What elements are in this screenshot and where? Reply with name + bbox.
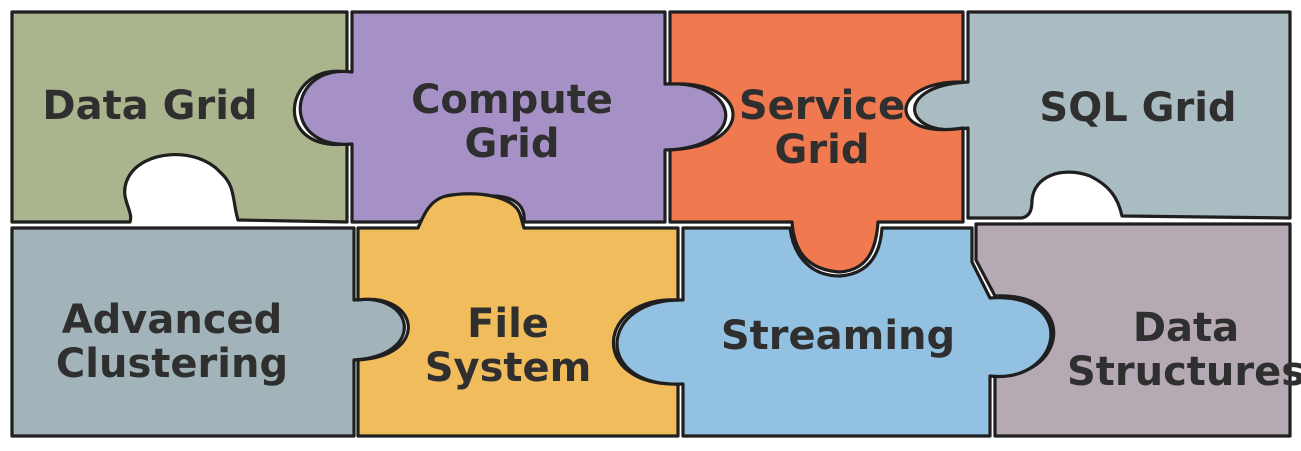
label-line: Data [1133,305,1239,351]
label-line: Advanced [62,297,283,343]
label-line: Service [739,83,905,129]
label-line: Data Grid [42,83,257,129]
label-line: Compute [411,77,613,123]
label-line: SQL Grid [1039,85,1236,131]
label-data-grid: Data Grid [42,83,257,129]
label-sql-grid: SQL Grid [1039,85,1236,131]
piece-file-system [356,192,680,438]
label-line: System [425,345,592,391]
piece-data-grid [10,10,349,224]
label-streaming: Streaming [721,313,955,359]
label-line: Streaming [721,313,955,359]
piece-sql-grid [913,10,1292,220]
piece-streaming [615,226,1053,438]
label-line: File [467,301,549,347]
label-line: Structures [1067,349,1301,395]
label-line: Grid [775,127,870,173]
label-line: Clustering [56,341,288,387]
piece-service-grid [668,10,965,274]
label-line: Grid [465,121,560,167]
